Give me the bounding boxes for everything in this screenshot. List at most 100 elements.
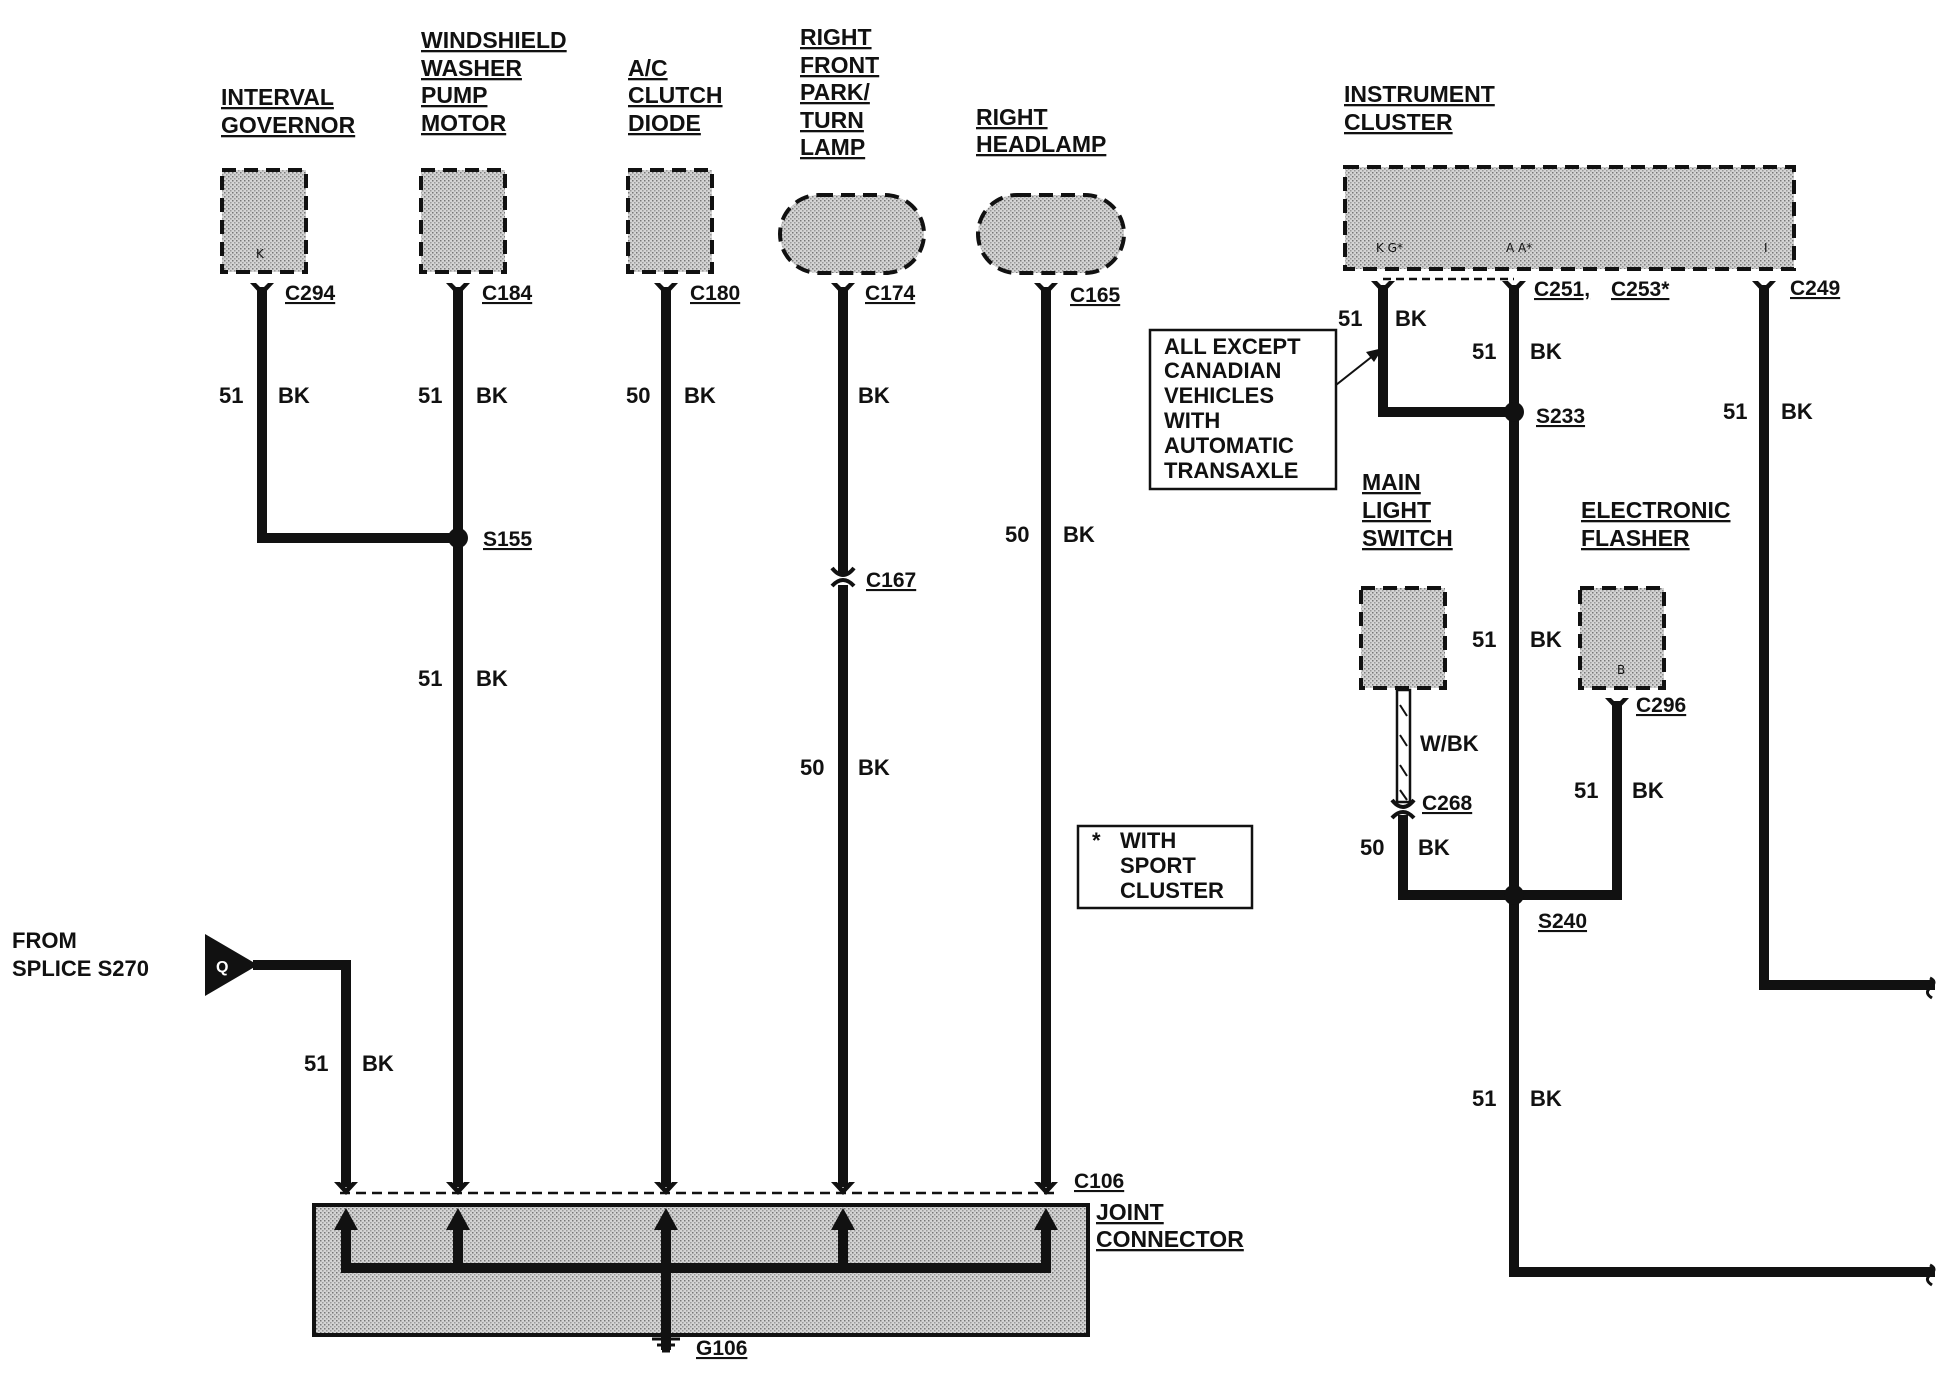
wire-pump-upper-circuit: 51 <box>418 383 442 408</box>
wire-governor-circuit: 51 <box>219 383 243 408</box>
svg-text:A/C: A/C <box>628 55 668 81</box>
wire-trunk-mid-circuit: 51 <box>1472 627 1496 652</box>
wire-flasher-color: BK <box>1632 778 1664 803</box>
joint-connector-title: JOINT CONNECTOR <box>1096 1199 1244 1252</box>
instrument-cluster-box <box>1343 165 1796 271</box>
wire-cluster-kg <box>1378 285 1519 417</box>
connector-c253: C253* <box>1611 278 1670 301</box>
svg-text:*: * <box>1092 828 1101 853</box>
interval-governor-title: INTERVAL GOVERNOR <box>221 84 356 138</box>
wire-cluster-right <box>1759 285 1935 990</box>
wire-headlamp-circuit: 50 <box>1005 522 1029 547</box>
svg-text:WASHER: WASHER <box>421 55 522 81</box>
svg-text:GOVERNOR: GOVERNOR <box>221 112 356 138</box>
wire-flasher <box>1509 701 1622 900</box>
wire-end-icon <box>1925 976 1936 1000</box>
from-splice-tag <box>205 934 258 996</box>
wire-switch-bk-color: BK <box>1418 835 1450 860</box>
wire-cluster-kg-color: BK <box>1395 306 1427 331</box>
wire-park-lower-color: BK <box>858 755 890 780</box>
svg-text:LAMP: LAMP <box>800 134 865 160</box>
splice-s240-dot <box>1504 885 1524 905</box>
washer-pump-title: WINDSHIELD WASHER PUMP MOTOR <box>421 27 567 136</box>
inline-connector-c268 <box>1390 798 1416 820</box>
ac-clutch-diode-box <box>626 168 714 274</box>
instrument-cluster-title: INSTRUMENT CLUSTER <box>1344 81 1495 135</box>
cluster-pin-a: A A* <box>1506 241 1532 255</box>
park-lamp-body <box>778 193 926 275</box>
svg-text:ELECTRONIC: ELECTRONIC <box>1581 497 1731 523</box>
sport-note-box <box>1076 824 1254 910</box>
svg-text:INSTRUMENT: INSTRUMENT <box>1344 81 1495 107</box>
wire-diode-circuit: 50 <box>626 383 650 408</box>
svg-text:CLUTCH: CLUTCH <box>628 82 723 108</box>
svg-text:RIGHT: RIGHT <box>976 104 1048 130</box>
svg-text:INTERVAL: INTERVAL <box>221 84 334 110</box>
splice-s155-dot <box>448 528 468 548</box>
main-light-switch-title: MAIN LIGHT SWITCH <box>1362 469 1453 551</box>
connector-c180: C180 <box>690 282 740 305</box>
svg-text:MAIN: MAIN <box>1362 469 1421 495</box>
wire-switch-wbk-color: W/BK <box>1420 731 1479 756</box>
svg-text:WITH: WITH <box>1120 828 1176 853</box>
svg-text:CLUSTER: CLUSTER <box>1120 878 1224 903</box>
joint-bus-drops <box>453 1220 848 1350</box>
wire-governor-color: BK <box>278 383 310 408</box>
connector-c268: C268 <box>1422 792 1473 815</box>
svg-text:FROM: FROM <box>12 928 77 953</box>
wire-trunk-low-color: BK <box>1530 1086 1562 1111</box>
svg-text:WITH: WITH <box>1164 408 1220 433</box>
ground-icon <box>652 1337 680 1353</box>
connector-c294: C294 <box>285 282 336 305</box>
splice-s233: S233 <box>1536 405 1585 428</box>
wire-end-icon <box>1925 1263 1936 1287</box>
wire-park-lower-circuit: 50 <box>800 755 824 780</box>
svg-text:AUTOMATIC: AUTOMATIC <box>1164 433 1294 458</box>
canadian-note-arrow <box>1335 348 1383 386</box>
connector-c249: C249 <box>1790 277 1840 300</box>
right-front-park-lamp-title: RIGHT FRONT PARK/ TURN LAMP <box>800 24 879 160</box>
wire-switch-bk-circuit: 50 <box>1360 835 1384 860</box>
cluster-pin-i: I <box>1764 241 1768 255</box>
svg-text:DIODE: DIODE <box>628 110 701 136</box>
svg-text:ALL EXCEPT: ALL EXCEPT <box>1164 334 1301 359</box>
wire-cluster-right-color: BK <box>1781 399 1813 424</box>
svg-text:CONNECTOR: CONNECTOR <box>1096 1226 1244 1252</box>
wire-trunk-mid-color: BK <box>1530 627 1562 652</box>
cluster-tips <box>1371 281 1776 711</box>
wire-pump-upper-color: BK <box>476 383 508 408</box>
wire-governor <box>257 287 463 543</box>
ground-g106: G106 <box>696 1337 747 1360</box>
inline-connector-c167 <box>830 566 856 588</box>
wire-trunk <box>1509 285 1935 1277</box>
wire-splice-in-color: BK <box>362 1051 394 1076</box>
svg-text:PUMP: PUMP <box>421 82 487 108</box>
wire-pump-lower-circuit: 51 <box>418 666 442 691</box>
svg-text:SWITCH: SWITCH <box>1362 525 1453 551</box>
electronic-flasher-box <box>1578 586 1666 690</box>
connector-tips-top <box>250 283 1058 296</box>
svg-text:WINDSHIELD: WINDSHIELD <box>421 27 567 53</box>
svg-text:MOTOR: MOTOR <box>421 110 507 136</box>
c106-tips <box>334 1182 1058 1195</box>
ac-clutch-diode-title: A/C CLUTCH DIODE <box>628 55 723 136</box>
wire-cluster-right-circuit: 51 <box>1723 399 1747 424</box>
svg-text:CLUSTER: CLUSTER <box>1344 109 1453 135</box>
svg-text:CANADIAN: CANADIAN <box>1164 358 1281 383</box>
interval-governor-box <box>220 168 308 274</box>
headlamp-body <box>976 193 1126 275</box>
canadian-note-box <box>1148 328 1338 491</box>
svg-text:TURN: TURN <box>800 107 864 133</box>
wire-splice-in-circuit: 51 <box>304 1051 328 1076</box>
joint-arrows <box>334 1208 1058 1230</box>
connector-c184: C184 <box>482 282 533 305</box>
main-light-switch-box <box>1359 586 1447 690</box>
svg-text:FRONT: FRONT <box>800 52 879 78</box>
wire-cluster-kg-circuit: 51 <box>1338 306 1362 331</box>
wire-cluster-a-color: BK <box>1530 339 1562 364</box>
svg-text:RIGHT: RIGHT <box>800 24 872 50</box>
splice-s155: S155 <box>483 528 532 551</box>
washer-pump-box <box>419 168 507 274</box>
wire-headlamp-color: BK <box>1063 522 1095 547</box>
